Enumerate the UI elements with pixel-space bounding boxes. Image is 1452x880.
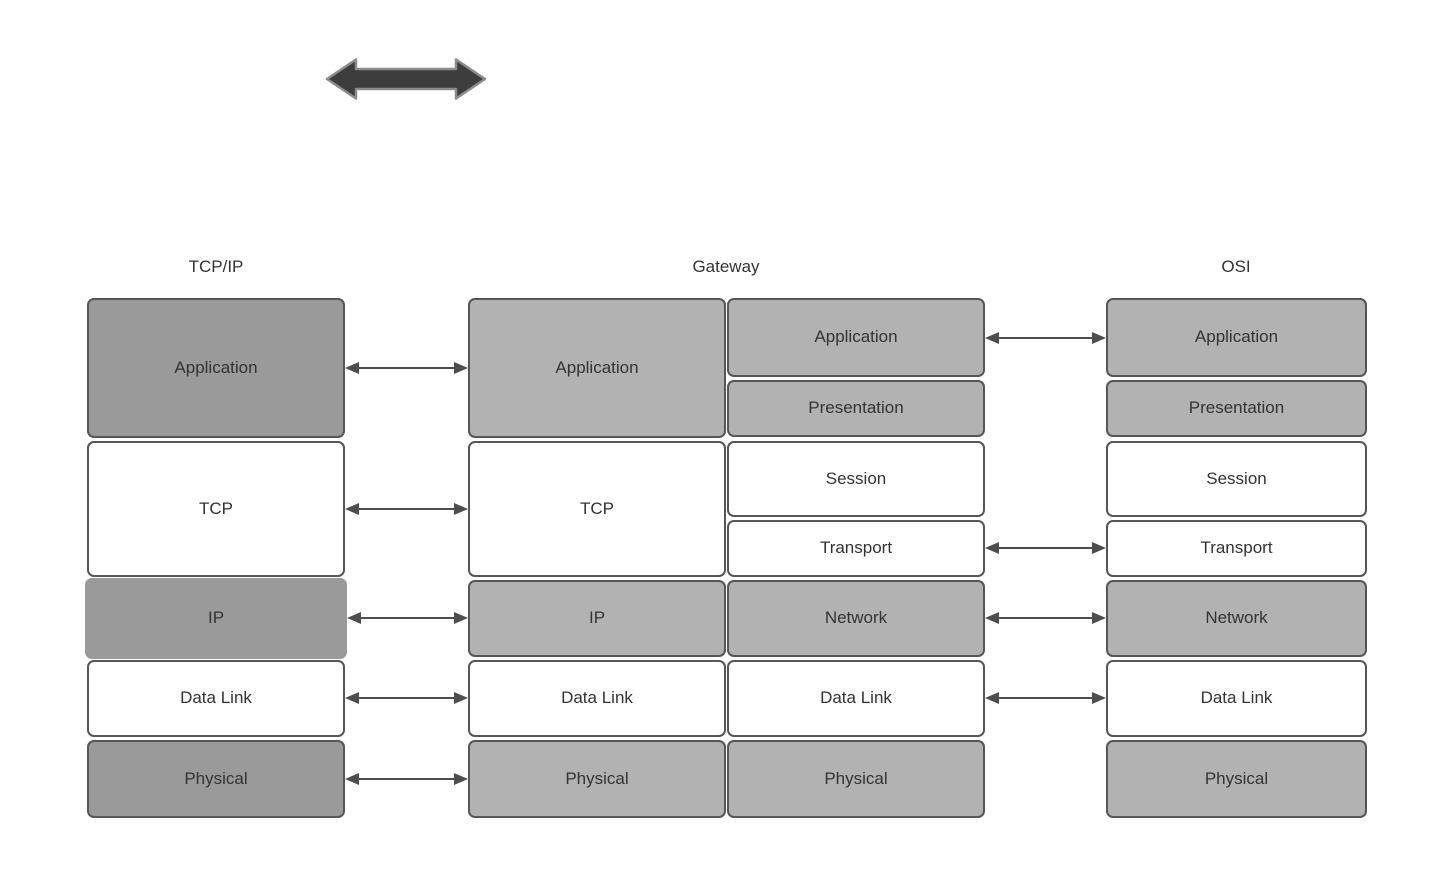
arrowhead-left-icon: [345, 773, 359, 785]
layer-box-gateway-right-session: Session: [727, 441, 985, 517]
column-header-gateway: Gateway: [692, 257, 760, 276]
bidirectional-connector-gateway-data-link--osi-data-link: [985, 692, 1106, 704]
layer-box-osi-application: Application: [1106, 298, 1367, 377]
bidirectional-connector-tcpip-physical--gateway-physical: [345, 773, 468, 785]
layer-box-osi-network: Network: [1106, 580, 1367, 657]
arrowhead-right-icon: [454, 503, 468, 515]
layer-box-gateway-right-transport: Transport: [727, 520, 985, 577]
arrowhead-right-icon: [1092, 542, 1106, 554]
column-header-tcpip: TCP/IP: [188, 257, 244, 276]
layer-box-gateway-right-data-link: Data Link: [727, 660, 985, 737]
double-headed-arrow-shape: [325, 58, 487, 100]
layer-box-gateway-left-tcp: TCP: [468, 441, 726, 577]
bidirectional-connector-gateway-transport--osi-transport: [985, 542, 1106, 554]
arrowhead-right-icon: [454, 773, 468, 785]
bidirectional-connector-tcpip-application--gateway-application: [345, 362, 468, 374]
arrowhead-right-icon: [1092, 692, 1106, 704]
layer-box-tcpip-physical: Physical: [87, 740, 345, 818]
bidirectional-connector-gateway-application--osi-application: [985, 332, 1106, 344]
layer-box-osi-presentation: Presentation: [1106, 380, 1367, 437]
layer-box-tcpip-ip: IP: [85, 578, 347, 659]
arrowhead-right-icon: [454, 692, 468, 704]
layer-box-gateway-left-ip: IP: [468, 580, 726, 657]
bidirectional-connector-tcpip-data-link--gateway-data-link: [345, 692, 468, 704]
layer-box-tcpip-data-link: Data Link: [87, 660, 345, 737]
layer-box-tcpip-application: Application: [87, 298, 345, 438]
arrowhead-left-icon: [985, 542, 999, 554]
arrowhead-right-icon: [454, 612, 468, 624]
arrowhead-left-icon: [345, 692, 359, 704]
arrowhead-left-icon: [985, 332, 999, 344]
layer-box-gateway-left-physical: Physical: [468, 740, 726, 818]
layer-box-gateway-left-data-link: Data Link: [468, 660, 726, 737]
arrowhead-left-icon: [345, 503, 359, 515]
arrowhead-left-icon: [345, 362, 359, 374]
layer-box-gateway-right-application: Application: [727, 298, 985, 377]
layer-box-osi-physical: Physical: [1106, 740, 1367, 818]
arrowhead-right-icon: [1092, 612, 1106, 624]
layer-box-gateway-right-physical: Physical: [727, 740, 985, 818]
layer-box-tcpip-tcp: TCP: [87, 441, 345, 577]
layer-box-osi-transport: Transport: [1106, 520, 1367, 577]
layer-box-osi-session: Session: [1106, 441, 1367, 517]
bidirectional-connector-tcpip-tcp--gateway-tcp: [345, 503, 468, 515]
arrowhead-left-icon: [985, 612, 999, 624]
arrowhead-right-icon: [1092, 332, 1106, 344]
bidirectional-connector-gateway-network--osi-network: [985, 612, 1106, 624]
layer-box-gateway-left-application: Application: [468, 298, 726, 438]
arrowhead-right-icon: [454, 362, 468, 374]
arrowhead-left-icon: [985, 692, 999, 704]
arrowhead-left-icon: [347, 612, 361, 624]
column-header-osi: OSI: [1221, 257, 1251, 276]
layer-box-gateway-right-presentation: Presentation: [727, 380, 985, 437]
layer-box-osi-data-link: Data Link: [1106, 660, 1367, 737]
bidirectional-connector-tcpip-ip--gateway-ip: [347, 612, 468, 624]
layer-box-gateway-right-network: Network: [727, 580, 985, 657]
